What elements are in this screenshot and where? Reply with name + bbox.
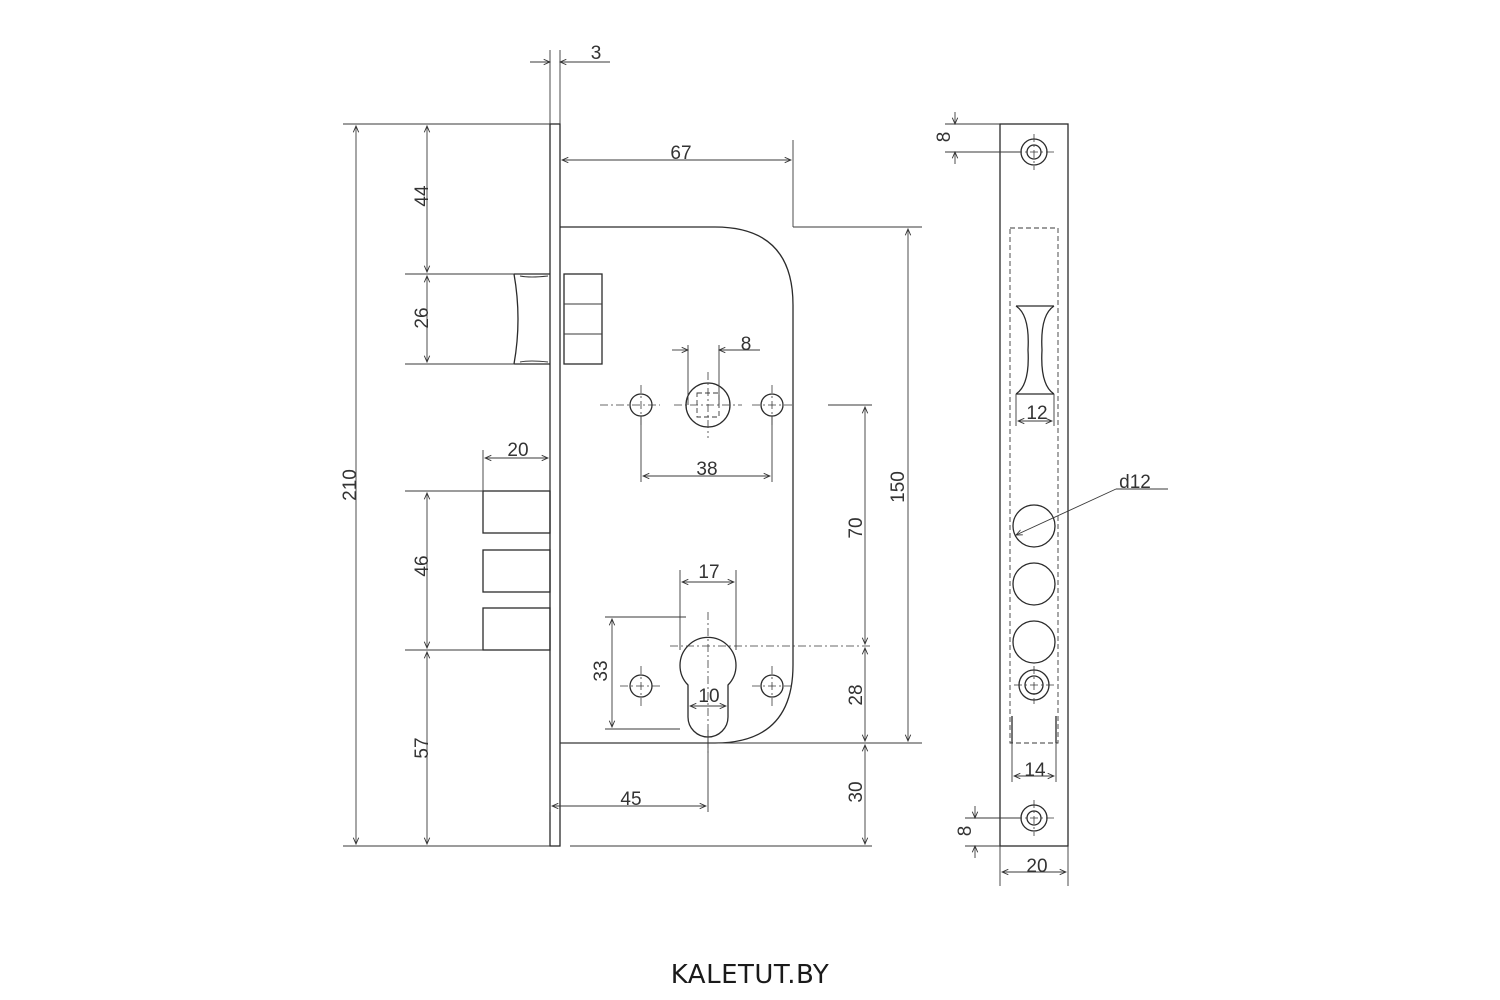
dim-spindle-to-cylinder: 70 xyxy=(846,517,867,538)
dim-top-to-latch: 44 xyxy=(412,185,433,207)
dim-faceplate-width: 20 xyxy=(1026,856,1047,877)
brand-label: KALETUT.BY xyxy=(670,960,830,990)
dim-latch-opening-width: 12 xyxy=(1026,403,1047,424)
dim-cylinder-backset: 45 xyxy=(620,789,641,810)
dim-body-height: 150 xyxy=(888,471,909,503)
dim-cylinder-width: 17 xyxy=(698,562,719,583)
dim-bolt-span: 46 xyxy=(412,555,433,576)
dim-face-top-hole: 8 xyxy=(934,132,955,143)
cylinder-hole xyxy=(620,612,872,755)
faceplate-front xyxy=(549,123,561,847)
faceplate-side xyxy=(999,123,1069,847)
dim-total-height: 210 xyxy=(340,469,361,501)
lock-body xyxy=(560,226,794,744)
dim-bolt-throw: 20 xyxy=(507,440,528,461)
dimension-lines xyxy=(343,50,922,847)
deadbolts xyxy=(482,490,551,651)
side-dimension-lines xyxy=(945,112,1168,886)
latch-bolt xyxy=(513,273,603,365)
dim-cylinder-to-body-bottom: 28 xyxy=(846,684,867,705)
dim-cylinder-bottom-width: 10 xyxy=(698,686,719,707)
dim-cylinder-height: 33 xyxy=(591,660,612,681)
dim-screw-spacing: 38 xyxy=(696,459,717,480)
dim-backset-body: 67 xyxy=(670,143,691,164)
dim-bolt-opening-width: 14 xyxy=(1024,760,1046,781)
dim-latch-height: 26 xyxy=(412,307,433,328)
dim-face-bottom-hole: 8 xyxy=(955,826,976,837)
dim-spindle-square: 8 xyxy=(741,334,752,355)
dim-faceplate-thickness: 3 xyxy=(591,43,602,64)
spindle-hole xyxy=(600,372,795,438)
dim-bolt-to-bottom: 57 xyxy=(412,737,433,758)
dim-bolt-hole-diameter: d12 xyxy=(1119,472,1151,493)
dim-body-bottom-to-face-end: 30 xyxy=(846,781,867,802)
